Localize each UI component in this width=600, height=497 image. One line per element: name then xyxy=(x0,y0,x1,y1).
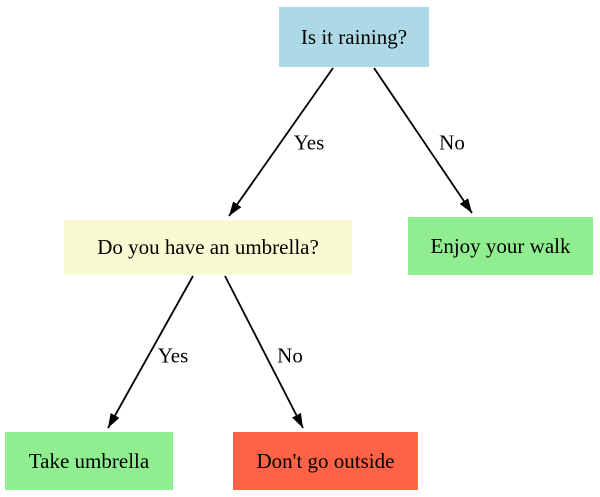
node-take-umbrella: Take umbrella xyxy=(5,432,173,490)
node-enjoy-your-walk: Enjoy your walk xyxy=(408,217,593,275)
edge-label-umbrella-yes: Yes xyxy=(157,343,189,368)
node-do-you-have-an-umbrella: Do you have an umbrella? xyxy=(64,220,352,275)
edge-label-rain-no: No xyxy=(439,130,465,155)
edge-label-rain-yes: Yes xyxy=(293,130,325,155)
edge-label-umbrella-no: No xyxy=(277,343,303,368)
node-dont-go-outside: Don't go outside xyxy=(233,432,418,490)
node-is-it-raining: Is it raining? xyxy=(279,7,429,67)
